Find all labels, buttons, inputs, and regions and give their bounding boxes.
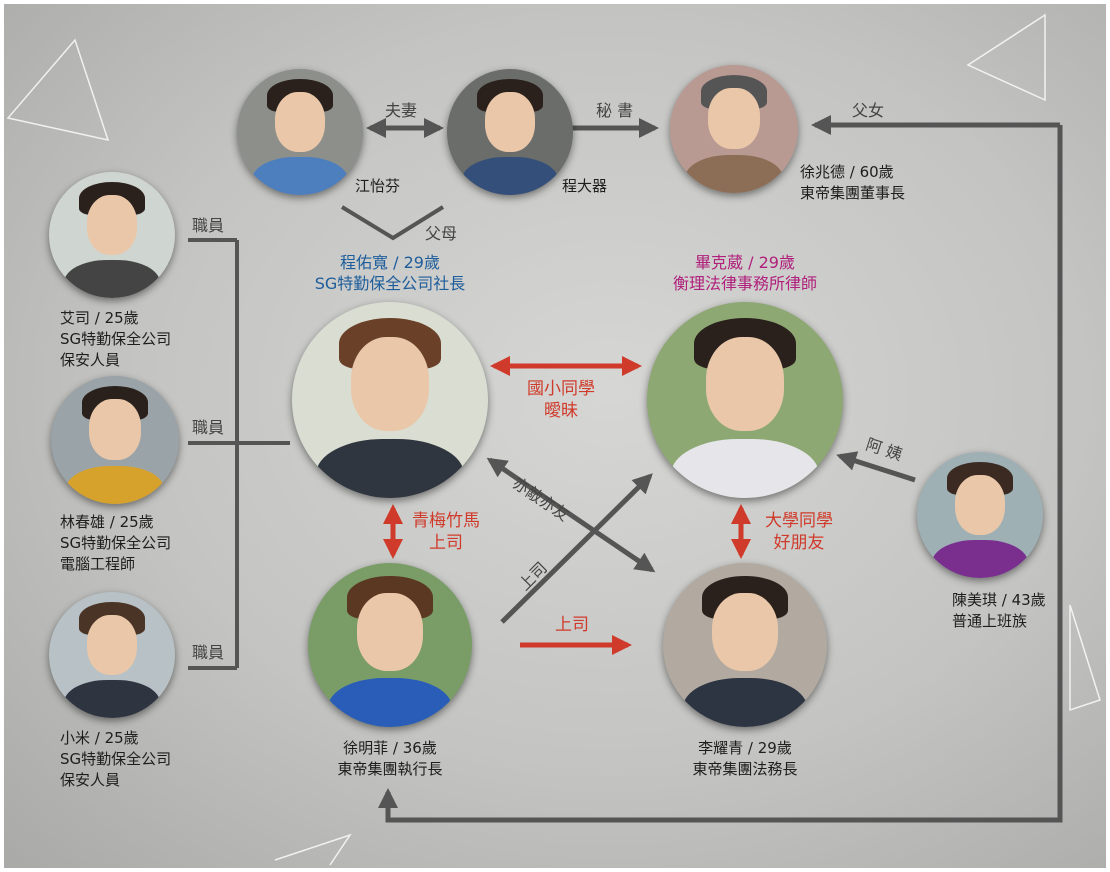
title: 衡理法律事務所律師 <box>672 274 818 293</box>
relation-staff-aisi: 職員 <box>192 216 225 235</box>
title: 保安人員 <box>60 351 121 369</box>
name-cheng-daqi: 程大器 <box>562 177 608 195</box>
title: 電腦工程師 <box>60 555 136 573</box>
title: 東帝集團法務長 <box>692 760 798 778</box>
photo-jiang <box>237 69 363 195</box>
relation-parents: 父母 <box>425 224 458 243</box>
aunt-arrow <box>836 451 916 483</box>
name-age: 徐明菲 / 36歲 <box>343 739 437 757</box>
boss-gray-arrow <box>500 473 653 624</box>
label-xu-mingfei: 徐明菲 / 36歲東帝集團執行長 <box>337 738 442 780</box>
photo-cheng-daqi <box>447 69 573 195</box>
relation-college: 大學同學好朋友 <box>765 510 833 554</box>
photo-xu-zhaode <box>670 65 798 193</box>
name-age: 李耀青 / 29歲 <box>698 739 792 757</box>
label-chen: 陳美琪 / 43歲普通上班族 <box>952 590 1046 632</box>
name-age: 林春雄 / 25歲 <box>60 513 154 531</box>
company: SG特勤保全公司 <box>60 750 172 768</box>
title: 普通上班族 <box>952 612 1028 630</box>
photo-aisi <box>49 172 175 298</box>
photo-xu-mingfei <box>308 563 472 727</box>
photo-li <box>663 563 827 727</box>
company: SG特勤保全公司 <box>60 534 172 552</box>
photo-bi <box>647 302 843 498</box>
label-xiaomi: 小米 / 25歲 SG特勤保全公司保安人員 <box>60 728 171 791</box>
photo-lin <box>51 376 179 504</box>
photo-xiaomi <box>49 592 175 718</box>
relation-text: 曖昧 <box>544 401 578 421</box>
label-cheng-youkuan: 程佑寬 / 29歲 SG特勤保全公司社長 <box>315 252 466 294</box>
relation-father-daughter: 父女 <box>852 101 885 120</box>
staff-bracket <box>188 238 290 670</box>
frenemy-arrow <box>486 457 656 573</box>
relation-text: 大學同學 <box>765 511 833 531</box>
label-lin: 林春雄 / 25歲 SG特勤保全公司電腦工程師 <box>60 512 171 575</box>
relation-text: 國小同學 <box>527 379 595 399</box>
title: 東帝集團執行長 <box>337 760 443 778</box>
relation-secretary: 秘 書 <box>596 101 634 120</box>
title: SG特勤保全公司社長 <box>314 274 466 293</box>
relation-childhood: 青梅竹馬上司 <box>412 510 480 554</box>
relation-text: 青梅竹馬 <box>412 511 480 531</box>
relation-classmates: 國小同學曖昧 <box>527 378 595 422</box>
relation-text: 好朋友 <box>773 533 825 553</box>
name-age: 艾司 / 25歲 <box>60 309 139 327</box>
photo-cheng-youkuan <box>292 302 488 498</box>
title: 東帝集團董事長 <box>800 184 906 202</box>
label-bi: 畢克葳 / 29歲衡理法律事務所律師 <box>673 252 817 294</box>
name-jiang: 江怡芬 <box>355 177 401 195</box>
relation-spouse: 夫妻 <box>385 101 418 120</box>
relation-boss-red: 上司 <box>555 615 589 635</box>
label-li: 李耀青 / 29歲東帝集團法務長 <box>692 738 797 780</box>
photo-chen <box>917 452 1043 578</box>
name-age: 陳美琪 / 43歲 <box>952 591 1046 609</box>
name-age: 程佑寬 / 29歲 <box>340 253 440 272</box>
label-aisi: 艾司 / 25歲 SG特勤保全公司保安人員 <box>60 308 171 371</box>
name-age: 畢克葳 / 29歲 <box>695 253 795 272</box>
label-xu-zhaode: 徐兆德 / 60歲東帝集團董事長 <box>800 162 905 204</box>
title: 保安人員 <box>60 771 121 789</box>
decorative-triangles <box>6 13 1101 866</box>
name-age: 徐兆德 / 60歲 <box>800 163 894 181</box>
father-daughter-line <box>378 125 1063 823</box>
relation-staff-lin: 職員 <box>192 418 225 437</box>
relation-text: 上司 <box>429 533 463 553</box>
company: SG特勤保全公司 <box>60 330 172 348</box>
parents-line <box>340 205 445 241</box>
relation-staff-xiaomi: 職員 <box>192 643 225 662</box>
name-age: 小米 / 25歲 <box>60 729 139 747</box>
